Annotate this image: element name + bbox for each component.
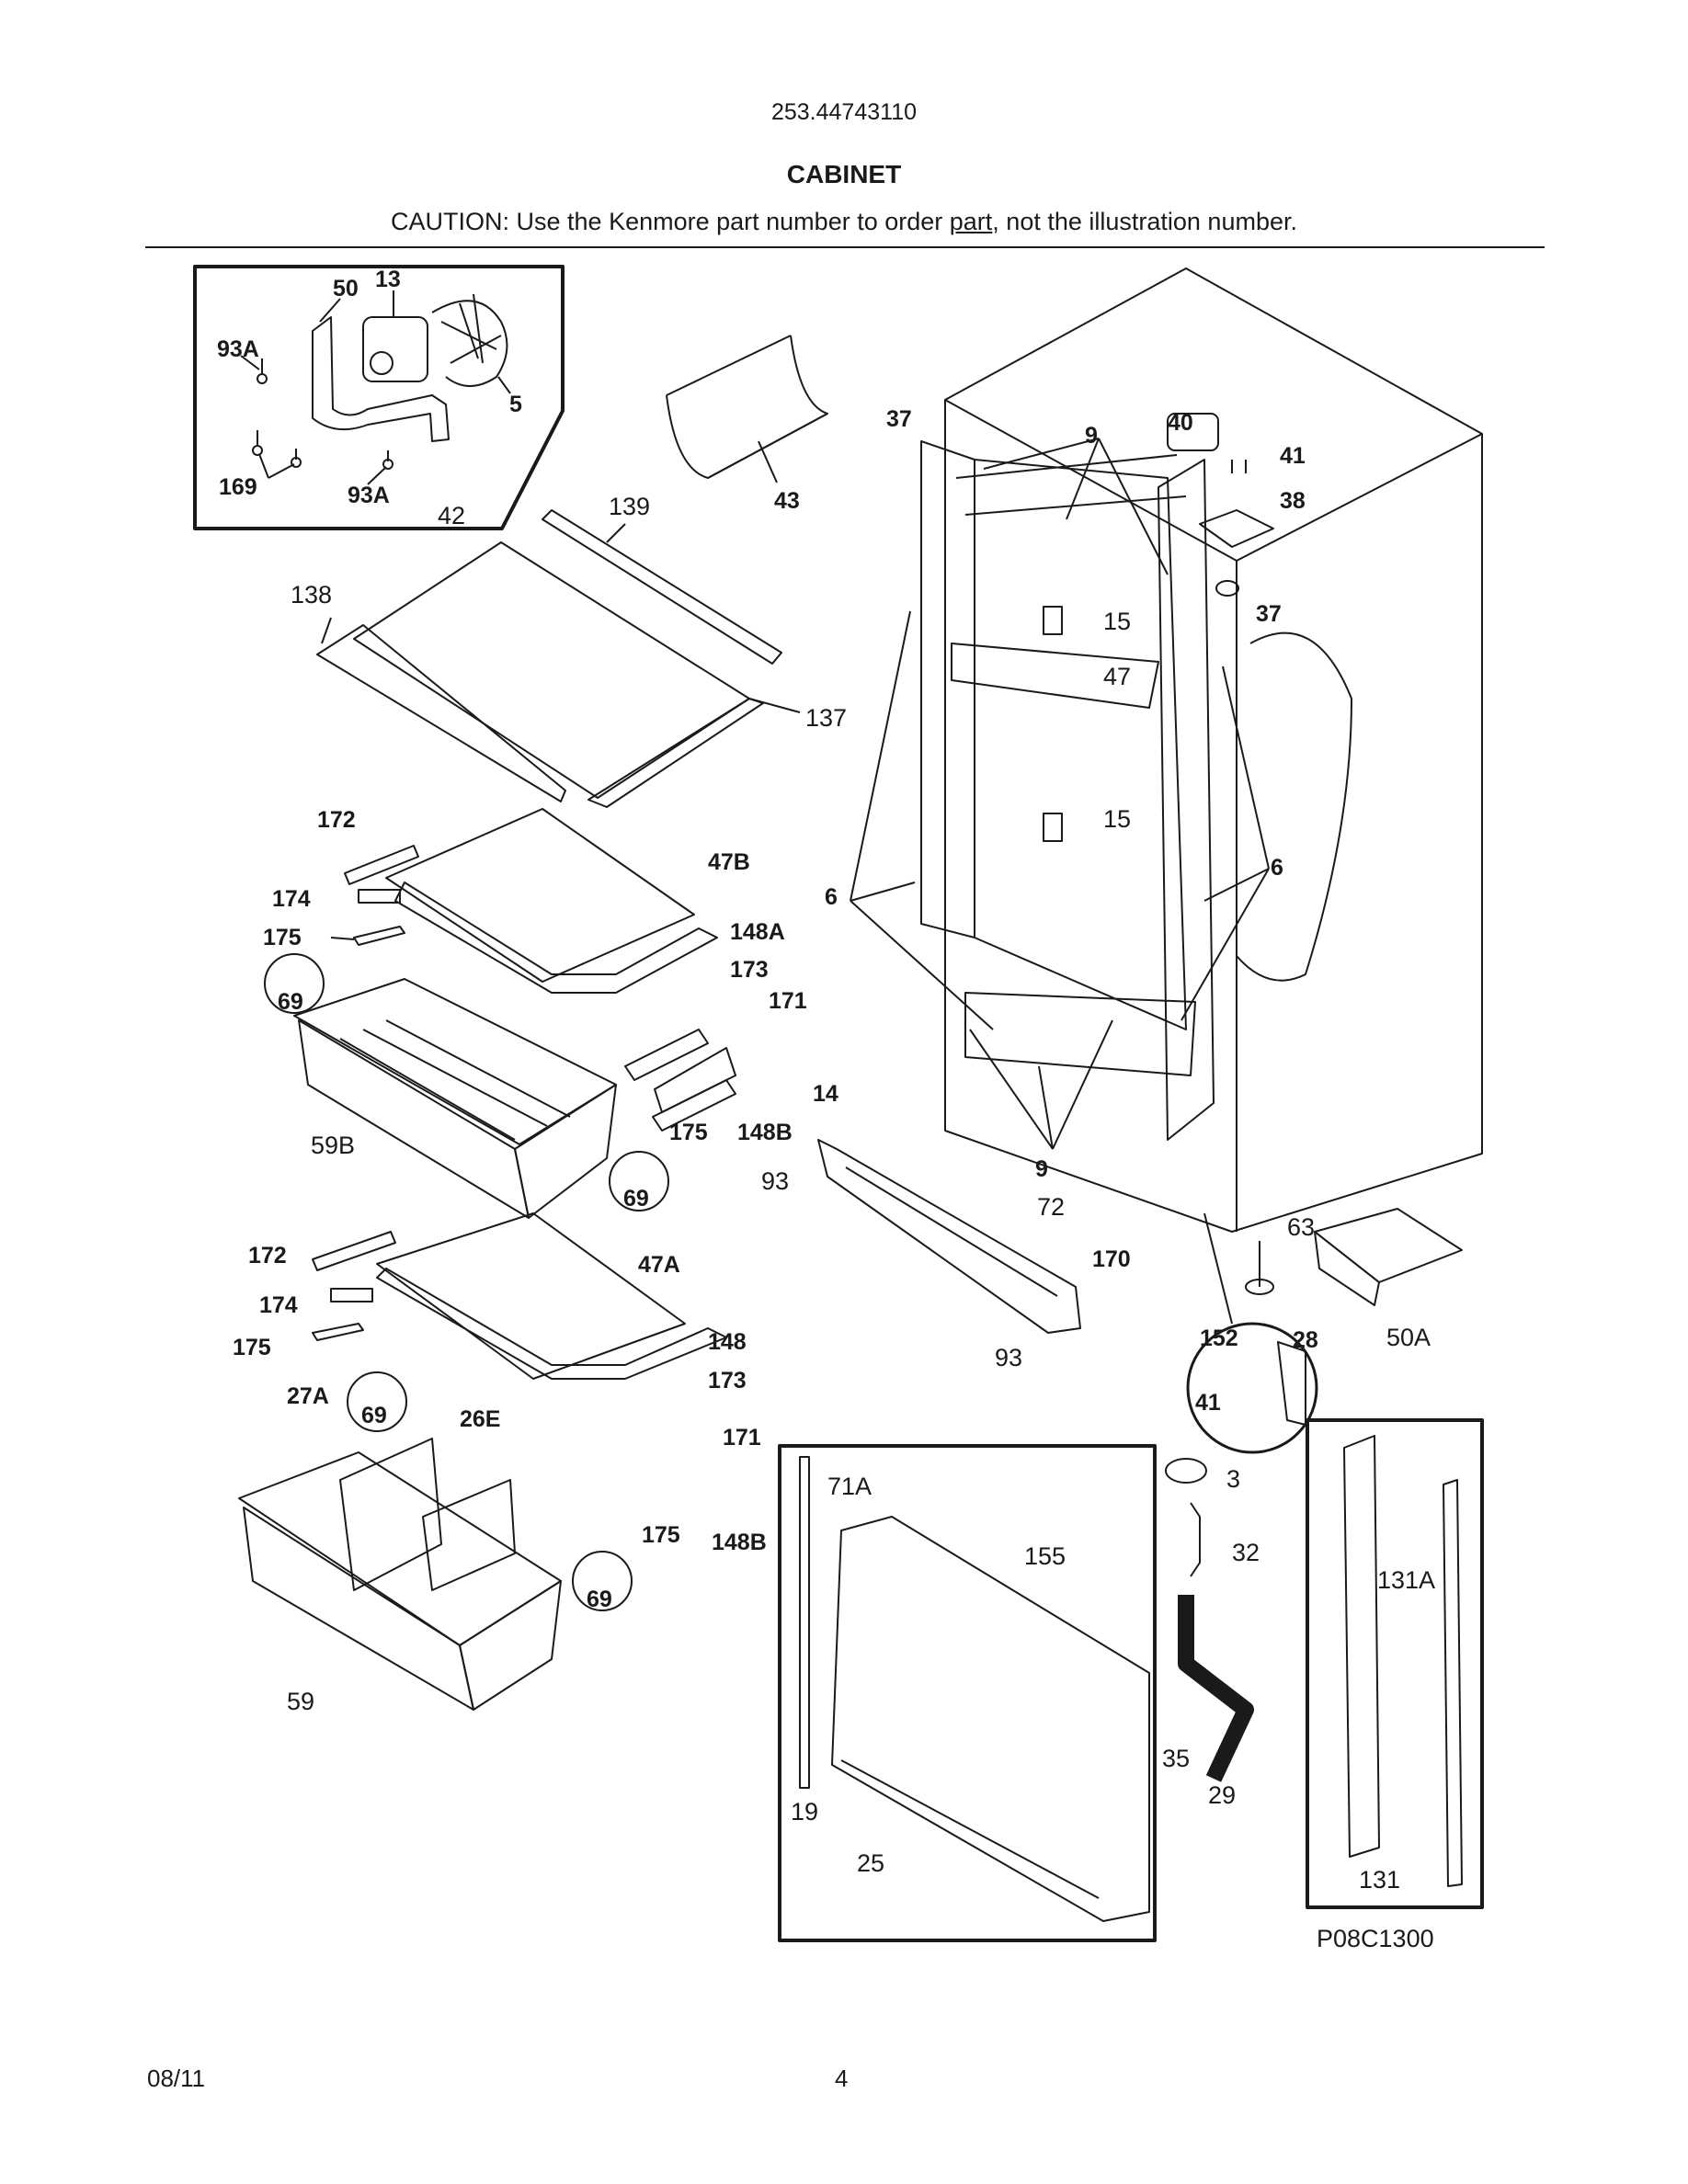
callout-label: 42 (438, 502, 465, 529)
callout-label: 6 (825, 884, 838, 910)
callout-label: 93 (995, 1344, 1022, 1371)
caution-suffix: , not the illustration number. (992, 208, 1297, 235)
callout-label: 32 (1232, 1539, 1260, 1566)
callout-label: 37 (1256, 601, 1282, 627)
callout-label: 138 (291, 581, 332, 609)
callout-label: 14 (813, 1081, 838, 1107)
caution-underlined-word: part (949, 208, 993, 235)
callout-label: 152 (1200, 1325, 1238, 1351)
crisper-drawer-upper (293, 978, 617, 1219)
callout-labels: 50 13 93A 5 169 93A 43 42 139 138 137 37… (217, 267, 1435, 1952)
callout-label: 137 (805, 704, 847, 732)
callout-label: 172 (317, 807, 356, 833)
callout-label: 93A (348, 483, 390, 508)
callout-label: 175 (263, 925, 302, 950)
callout-label: 139 (609, 493, 650, 520)
callout-label: 169 (219, 474, 257, 500)
callout-label: 13 (375, 267, 401, 292)
footer-date: 08/11 (147, 2065, 206, 2092)
callout-label: 69 (278, 989, 303, 1015)
callout-label: 9 (1085, 423, 1098, 449)
callout-label: 69 (361, 1403, 387, 1428)
callout-label: 50 (333, 276, 359, 301)
fan-motor-inset (193, 265, 565, 530)
callout-label: 3 (1226, 1465, 1240, 1493)
callout-label: 71A (827, 1473, 872, 1500)
callout-label: 9 (1035, 1156, 1048, 1182)
callout-label: 26E (460, 1406, 500, 1432)
callout-label: 59 (287, 1688, 314, 1715)
callout-label: 47B (708, 849, 750, 875)
callout-label: 63 (1287, 1213, 1315, 1241)
model-number: 253.44743110 (770, 99, 918, 125)
callout-label: 38 (1280, 488, 1306, 514)
callout-label: 131A (1377, 1566, 1435, 1594)
callout-label: 69 (587, 1587, 612, 1612)
callout-label: 27A (287, 1383, 329, 1409)
callout-label: 174 (259, 1292, 298, 1318)
refrigerator-cabinet (920, 267, 1483, 1233)
callout-label: 148 (708, 1329, 747, 1355)
top-shelf (316, 509, 801, 808)
callout-label: 6 (1271, 855, 1283, 881)
callout-label: 47A (638, 1252, 680, 1278)
callout-label: 171 (769, 988, 807, 1014)
page-number: 4 (835, 2065, 849, 2092)
callout-label: 170 (1092, 1246, 1131, 1272)
callout-label: 25 (857, 1849, 884, 1877)
callout-label: 174 (272, 886, 311, 912)
callout-label: 131 (1359, 1866, 1400, 1894)
callout-label: 175 (642, 1522, 680, 1548)
callout-label: 41 (1195, 1390, 1221, 1416)
callout-label: 148A (730, 919, 785, 945)
crisper-drawer-lower (238, 1438, 562, 1711)
callout-label: 172 (248, 1243, 287, 1268)
callout-label: 175 (669, 1120, 708, 1145)
section-title: CABINET (786, 160, 902, 188)
callout-label: 93A (217, 336, 259, 362)
callout-label: 19 (791, 1798, 818, 1826)
callout-label: 37 (886, 406, 912, 432)
drawing-id: P08C1300 (1317, 1925, 1434, 1952)
callout-label: 47 (1103, 663, 1131, 690)
callout-label: 155 (1024, 1542, 1066, 1570)
callout-label: 175 (233, 1335, 271, 1360)
callout-label: 35 (1162, 1745, 1190, 1772)
callout-label: 148B (712, 1530, 767, 1555)
inset-box-track (1306, 1418, 1484, 1909)
inset-box-door-rail (778, 1444, 1157, 1942)
callout-label: 173 (730, 957, 769, 983)
caution-note: CAUTION: Use the Kenmore part number to … (0, 208, 1688, 236)
callout-label: 29 (1208, 1781, 1236, 1809)
caution-prefix: CAUTION: Use the Kenmore part number to … (391, 208, 950, 235)
callout-label: 43 (774, 488, 800, 514)
callout-label: 40 (1168, 410, 1193, 436)
header-divider (145, 246, 1545, 248)
callout-label: 72 (1037, 1193, 1065, 1221)
callout-label: 41 (1280, 443, 1306, 469)
callout-label: 173 (708, 1368, 747, 1393)
callout-label: 69 (623, 1186, 649, 1211)
hinge-detail (1186, 1322, 1318, 1454)
callout-label: 171 (723, 1425, 761, 1450)
callout-label: 28 (1293, 1327, 1318, 1353)
callout-label: 15 (1103, 805, 1131, 833)
callout-label: 15 (1103, 608, 1131, 635)
callout-label: 93 (761, 1167, 789, 1195)
callout-label: 59B (311, 1132, 355, 1159)
callout-label: 148B (737, 1120, 793, 1145)
callout-label: 50A (1386, 1324, 1431, 1351)
callout-label: 5 (509, 392, 522, 417)
